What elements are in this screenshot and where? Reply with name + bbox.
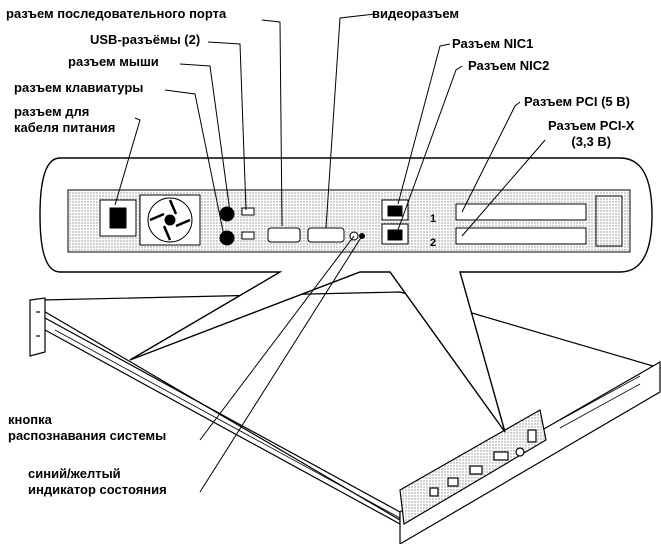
nic-mark-1: 1	[430, 213, 436, 225]
label-serial-port: разъем последовательного порта	[6, 6, 226, 22]
mouse-port	[220, 207, 234, 221]
label-power-connector: разъем для кабеля питания	[14, 104, 115, 136]
label-system-id-button: кнопка распознавания системы	[8, 412, 166, 444]
label-keyboard-port: разъем клавиатуры	[14, 80, 143, 96]
label-usb-ports: USB-разъёмы (2)	[90, 32, 200, 48]
label-video-port: видеоразъем	[372, 6, 459, 22]
usb-port-2	[242, 232, 254, 239]
label-mouse-port: разъем мыши	[68, 54, 159, 70]
keyboard-port	[220, 231, 234, 245]
pci-slot	[456, 204, 586, 220]
video-port	[308, 228, 344, 242]
serial-port	[268, 228, 300, 242]
back-panel-right-bracket	[596, 196, 622, 246]
label-pcix: Разъем PCI-X (3,3 В)	[548, 118, 634, 150]
usb-port-1	[242, 208, 254, 215]
nic-mark-2: 2	[430, 237, 436, 249]
chassis-front-ear	[30, 298, 45, 356]
label-pci: Разъем PCI (5 В)	[524, 94, 630, 110]
label-nic1: Разъем NIC1	[452, 36, 533, 52]
label-status-indicator: синий/желтый индикатор состояния	[28, 466, 167, 498]
pcix-slot	[456, 228, 586, 244]
label-nic2: Разъем NIC2	[468, 58, 549, 74]
